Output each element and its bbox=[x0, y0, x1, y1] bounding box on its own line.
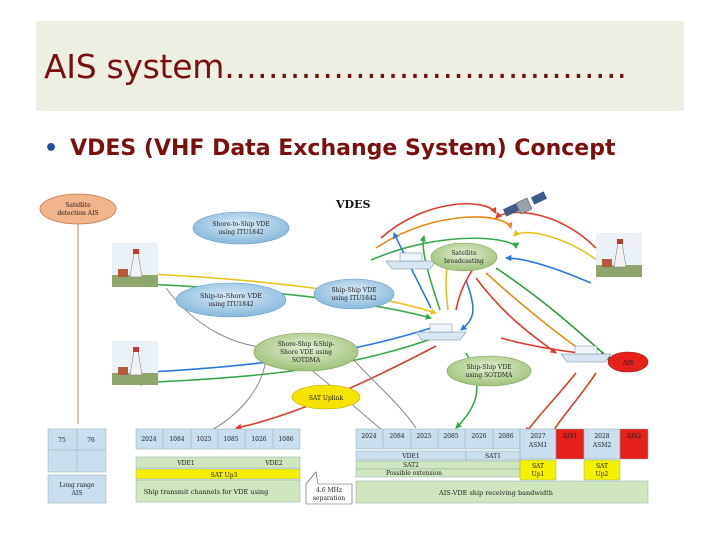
bullet-item: • VDES (VHF Data Exchange System) Concept bbox=[44, 136, 615, 161]
asm1-label: ASM1 bbox=[528, 442, 547, 449]
ship-icon bbox=[560, 345, 612, 363]
sat-up3-label: SAT Up3 bbox=[211, 472, 238, 479]
channel-cell: 2025 bbox=[416, 433, 431, 440]
channel-cell: 1025 bbox=[196, 436, 211, 443]
bullet-dot-icon: • bbox=[44, 136, 59, 161]
ellipse-label: Shore-Ship &Ship- bbox=[278, 341, 335, 348]
satellite-icon bbox=[502, 191, 548, 217]
channel-cell: 1084 bbox=[169, 436, 184, 443]
bullet-text: VDES (VHF Data Exchange System) Concept bbox=[70, 136, 616, 161]
channel-cell: AIS1 bbox=[562, 433, 578, 440]
separation-label: separation bbox=[313, 495, 345, 502]
long-range-label: AIS bbox=[71, 490, 83, 497]
sat-up1-label: SAT bbox=[532, 463, 544, 470]
ellipse-label: Shore VDE using bbox=[280, 349, 332, 356]
ship-ship-sotdma-ellipse: Ship-Ship VDE using SOTDMA bbox=[446, 355, 532, 387]
vde2-label: VDE2 bbox=[264, 460, 283, 467]
long-range-label: Long range bbox=[60, 482, 95, 489]
ellipse-label: using ITU1842 bbox=[208, 301, 253, 308]
sat-up2-label: SAT bbox=[596, 463, 608, 470]
channel-cell: 2024 bbox=[361, 433, 376, 440]
channel-cell: 1026 bbox=[251, 436, 266, 443]
shore-to-ship-ellipse: Shore-to-Ship VDE using ITU1842 bbox=[192, 211, 290, 245]
channel-cell: 2024 bbox=[141, 436, 156, 443]
ellipse-label: SAT Uplink bbox=[309, 395, 344, 402]
ellipse-label: Ship-Ship VDE bbox=[467, 364, 512, 371]
vde1-label: VDE1 bbox=[401, 453, 419, 460]
ellipse-label: detection AIS bbox=[57, 210, 98, 217]
channel-cell: 2028 bbox=[594, 433, 609, 440]
right-channel-table: 2024 2084 2025 2085 2026 2086 2027 ASM1 … bbox=[355, 428, 649, 504]
ellipse-label: using SOTDMA bbox=[466, 372, 513, 379]
right-caption: AIS-VDE ship receiving bandwidth bbox=[438, 489, 553, 497]
ellipse-label: Satellite bbox=[451, 250, 477, 257]
sat1-label: SAT1 bbox=[485, 453, 501, 460]
ellipse-label: SOTDMA bbox=[292, 357, 321, 364]
channel-cell: AIS2 bbox=[626, 433, 642, 440]
ship-ship-itu-ellipse: Ship-Ship VDE using ITU1842 bbox=[313, 278, 395, 310]
channel-cell: 2086 bbox=[498, 433, 513, 440]
title-bar: AIS system………………………………. bbox=[36, 21, 684, 111]
sat-uplink-ellipse: SAT Uplink bbox=[291, 384, 361, 410]
possible-extension-label: Possible extension bbox=[386, 470, 442, 477]
channel-cell: 1085 bbox=[223, 436, 238, 443]
ellipse-label: broadcasting bbox=[444, 258, 484, 265]
vdes-heading: VDES bbox=[335, 198, 370, 211]
mid-caption: Ship transmit channels for VDE using bbox=[144, 488, 269, 496]
channel-cell: 2084 bbox=[389, 433, 404, 440]
channel-cell: 76 bbox=[87, 437, 95, 444]
left-channel-table: 75 76 Long range AIS bbox=[47, 428, 107, 504]
lighthouse-icon bbox=[112, 243, 158, 287]
ship-icon bbox=[385, 252, 437, 270]
ellipse-label: using ITU1842 bbox=[218, 229, 263, 236]
ellipse-label: Ship-to-Shore VDE bbox=[200, 292, 262, 300]
slide-title: AIS system………………………………. bbox=[44, 47, 627, 86]
separation-callout: 4.6 MHz separation bbox=[305, 471, 353, 505]
channel-cell: 2026 bbox=[471, 433, 486, 440]
asm2-label: ASM2 bbox=[592, 442, 612, 449]
vdes-concept-diagram: VDES Satellite detection AIS Shore-to-Sh… bbox=[39, 191, 649, 505]
ais-ellipse: AIS bbox=[607, 351, 649, 373]
vde1-label: VDE1 bbox=[176, 460, 194, 467]
separation-label: 4.6 MHz bbox=[316, 487, 342, 494]
lighthouse-icon bbox=[112, 341, 158, 385]
channel-cell: 75 bbox=[58, 437, 66, 444]
sat2-label: SAT2 bbox=[403, 462, 419, 469]
ellipse-label: using ITU1842 bbox=[331, 295, 376, 302]
satellite-detection-ellipse: Satellite detection AIS bbox=[39, 193, 117, 225]
ellipse-label: AIS bbox=[622, 360, 634, 367]
ellipse-label: Ship-Ship VDE bbox=[332, 287, 377, 294]
mid-channel-table: 2024 1084 1025 1085 1026 1086 VDE1 VDE2 … bbox=[135, 428, 301, 503]
channel-cell: 2027 bbox=[530, 433, 545, 440]
sat-up1-label: Up1 bbox=[532, 471, 545, 478]
ship-icon bbox=[415, 323, 467, 341]
shore-ship-sotdma-ellipse: Shore-Ship &Ship- Shore VDE using SOTDMA bbox=[253, 332, 359, 372]
ellipse-label: Satellite bbox=[65, 202, 91, 209]
channel-cell: 2085 bbox=[443, 433, 458, 440]
satellite-broadcasting-ellipse: Satellite broadcasting bbox=[430, 242, 498, 272]
ellipse-label: Shore-to-Ship VDE bbox=[212, 221, 269, 228]
ship-to-shore-ellipse: Ship-to-Shore VDE using ITU1842 bbox=[175, 282, 287, 318]
lighthouse-icon bbox=[596, 233, 642, 277]
sat-up2-label: Up2 bbox=[596, 471, 609, 478]
channel-cell: 1086 bbox=[278, 436, 293, 443]
link-arrows bbox=[125, 203, 612, 437]
